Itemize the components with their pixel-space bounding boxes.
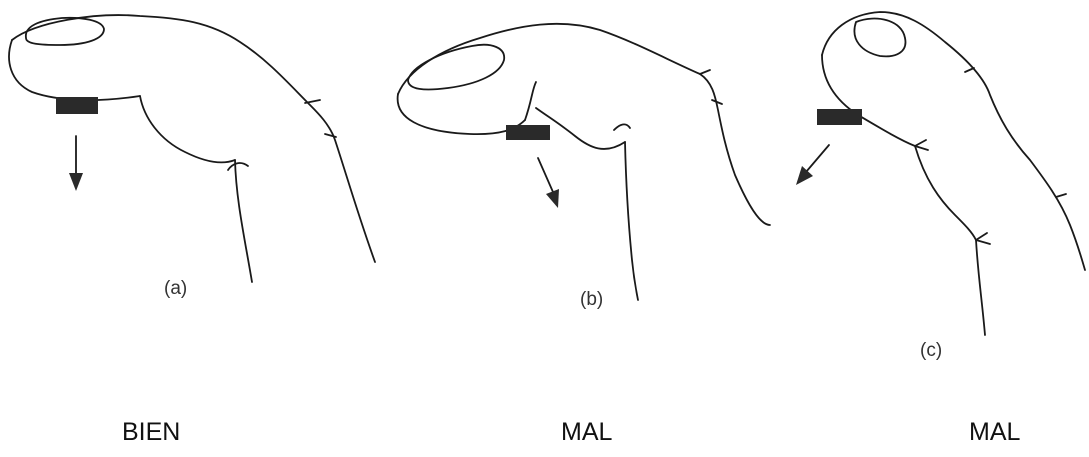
panel-b: (b): [398, 24, 770, 310]
finger-c-tip-contour: [822, 55, 915, 146]
finger-b-palm-line: [625, 142, 638, 300]
panel-a: (a): [9, 15, 375, 299]
panel-a-tag: (a): [164, 278, 187, 299]
finger-b-tip-contour: [398, 94, 525, 134]
finger-c-top-contour: [822, 12, 1085, 270]
pressure-pad-a: [56, 97, 98, 114]
finger-b-crease: [614, 124, 630, 130]
finger-a-tip-contour: [9, 40, 140, 100]
verdict-label-a: BIEN: [122, 418, 180, 447]
verdict-label-b: MAL: [561, 418, 612, 447]
finger-a-joint-mark: [325, 134, 336, 137]
finger-b-knuckle-mark: [700, 70, 710, 74]
finger-a-underside: [140, 96, 235, 162]
fingernail-b: [408, 45, 504, 90]
finger-c-crease-2: [976, 233, 990, 244]
panel-c: (c): [796, 12, 1085, 361]
finger-c-palm-line: [976, 240, 985, 335]
verdict-label-c: MAL: [969, 418, 1020, 447]
finger-a-palm-line: [235, 160, 252, 282]
finger-c-middle-line: [915, 146, 976, 240]
arrow-down-left-icon: [796, 145, 829, 185]
finger-c-crease-1: [915, 140, 928, 150]
finger-c-knuckle-mark-1: [965, 68, 974, 72]
fingernail-c: [854, 19, 905, 57]
panel-c-tag: (c): [920, 340, 942, 361]
finger-a-top-contour: [12, 15, 375, 262]
fingernail-a: [26, 18, 104, 45]
pressure-pad-b: [506, 125, 550, 140]
arrow-down-right-icon: [538, 158, 559, 208]
finger-c-knuckle-mark-2: [1056, 194, 1066, 197]
arrow-down-icon: [69, 136, 83, 191]
panel-b-tag: (b): [580, 289, 603, 310]
pressure-pad-c: [817, 109, 862, 125]
finger-a-crease: [228, 163, 248, 170]
finger-b-top-contour: [398, 24, 770, 225]
